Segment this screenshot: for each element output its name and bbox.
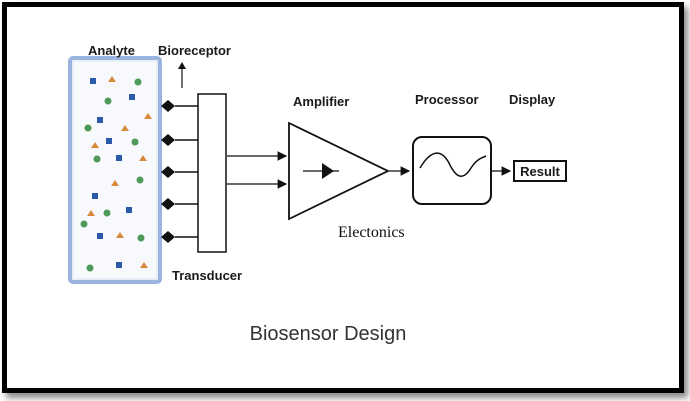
- analyte-label: Analyte: [88, 43, 135, 58]
- result-label: Result: [520, 164, 560, 179]
- diagram-caption: Biosensor Design: [250, 323, 407, 345]
- analyte-sample: [74, 62, 156, 278]
- display-label: Display: [509, 92, 556, 107]
- electronics-label: Electonics: [338, 224, 405, 241]
- transducer-box: [197, 93, 227, 253]
- analyte-particles: [80, 76, 152, 272]
- processor-box: [412, 136, 492, 205]
- result-box: [513, 160, 567, 182]
- bioreceptor-array: [161, 100, 198, 243]
- bioreceptor-label: Bioreceptor: [158, 43, 231, 58]
- receptor-diamond-icon: [161, 134, 198, 146]
- receptor-diamond-icon: [161, 231, 198, 243]
- amplifier-label: Amplifier: [293, 94, 349, 109]
- receptor-diamond-icon: [161, 198, 198, 210]
- processor-label: Processor: [415, 92, 479, 107]
- receptor-diamond-icon: [161, 100, 198, 112]
- signal-wave-icon: [419, 152, 487, 177]
- up-arrow-icon: [178, 62, 186, 88]
- receptor-diamond-icon: [161, 166, 198, 178]
- amplifier-triangle-icon: [288, 121, 391, 221]
- transducer-label: Transducer: [172, 268, 242, 283]
